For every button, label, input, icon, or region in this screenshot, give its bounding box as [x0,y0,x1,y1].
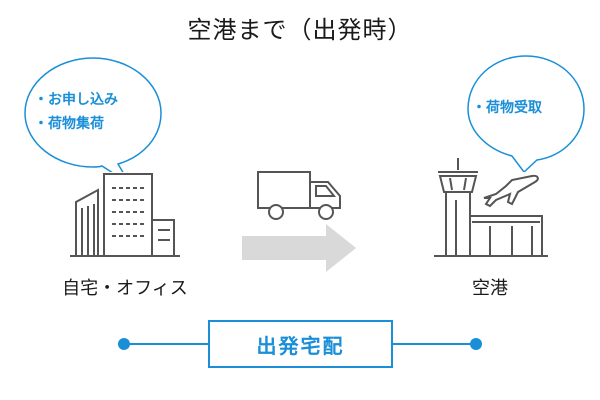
destination-task-list: 荷物受取 [472,96,542,120]
origin-task-list: お申し込み 荷物集荷 [34,88,118,136]
service-box: 出発宅配 [208,320,393,368]
destination-task-item: 荷物受取 [472,96,542,120]
connector-line-right [391,343,475,345]
origin-task-item: 荷物集荷 [34,112,118,136]
building-icon [70,173,180,257]
page-title: 空港まで（出発時） [187,16,413,44]
truck-icon [257,171,341,220]
origin-task-item: お申し込み [34,88,118,112]
connector-line-left [128,343,210,345]
destination-label: 空港 [472,278,508,299]
origin-connector-dot [118,338,130,350]
airplane-icon [483,174,539,208]
arrow-right-icon [242,224,356,272]
airport-tower-icon [434,158,548,257]
origin-label: 自宅・オフィス [62,278,188,299]
destination-connector-dot [470,338,482,350]
